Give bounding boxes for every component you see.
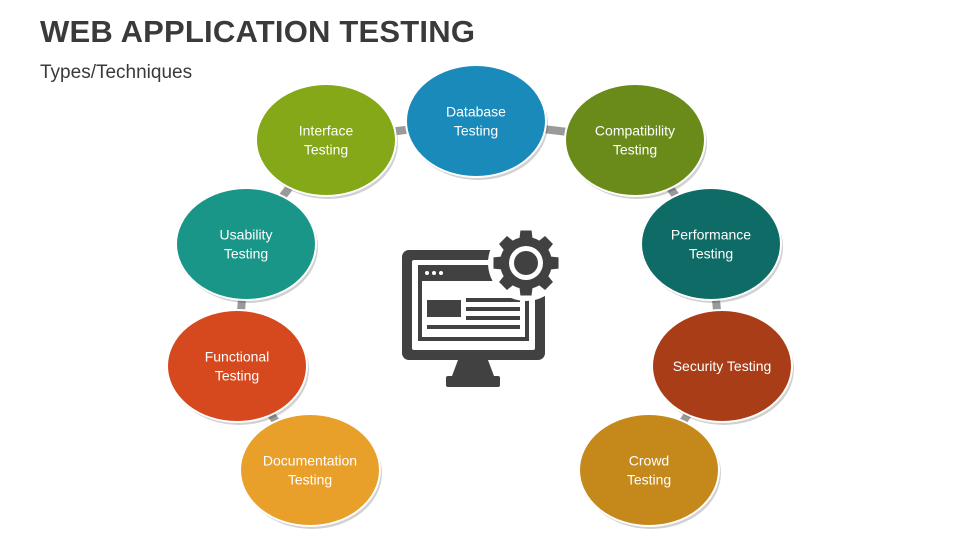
node-label: Testing: [304, 142, 348, 158]
page-subtitle: Types/Techniques: [40, 62, 193, 83]
node-label: Crowd: [629, 453, 669, 469]
node-label: Documentation: [263, 453, 357, 469]
gear-hub: [514, 251, 538, 275]
node-circle: [175, 187, 317, 301]
node-circle: [578, 413, 720, 527]
node-circle: [255, 83, 397, 197]
node-label: Database: [446, 104, 506, 120]
testing-type-nodes: DocumentationTestingFunctionalTestingUsa…: [166, 64, 794, 529]
node-circle: [239, 413, 381, 527]
node-label: Functional: [205, 349, 270, 365]
node-circle: [405, 64, 547, 178]
node-label: Interface: [299, 123, 354, 139]
node-circle: [166, 309, 308, 423]
node-label: Usability: [220, 227, 273, 243]
node-label: Testing: [613, 142, 657, 158]
node-label: Compatibility: [595, 123, 675, 139]
page-title: WEB APPLICATION TESTING: [40, 14, 476, 49]
computer-gear-icon: [402, 225, 564, 387]
node-label: Testing: [224, 246, 268, 262]
node-label: Testing: [454, 123, 498, 139]
node-label: Security Testing: [673, 358, 772, 374]
node-label: Testing: [288, 472, 332, 488]
node-security-testing: Security Testing: [651, 309, 794, 425]
node-label: Testing: [215, 368, 259, 384]
node-circle: [564, 83, 706, 197]
node-label: Performance: [671, 227, 751, 243]
node-label: Testing: [689, 246, 733, 262]
node-circle: [651, 309, 793, 423]
node-circle: [640, 187, 782, 301]
node-label: Testing: [627, 472, 671, 488]
